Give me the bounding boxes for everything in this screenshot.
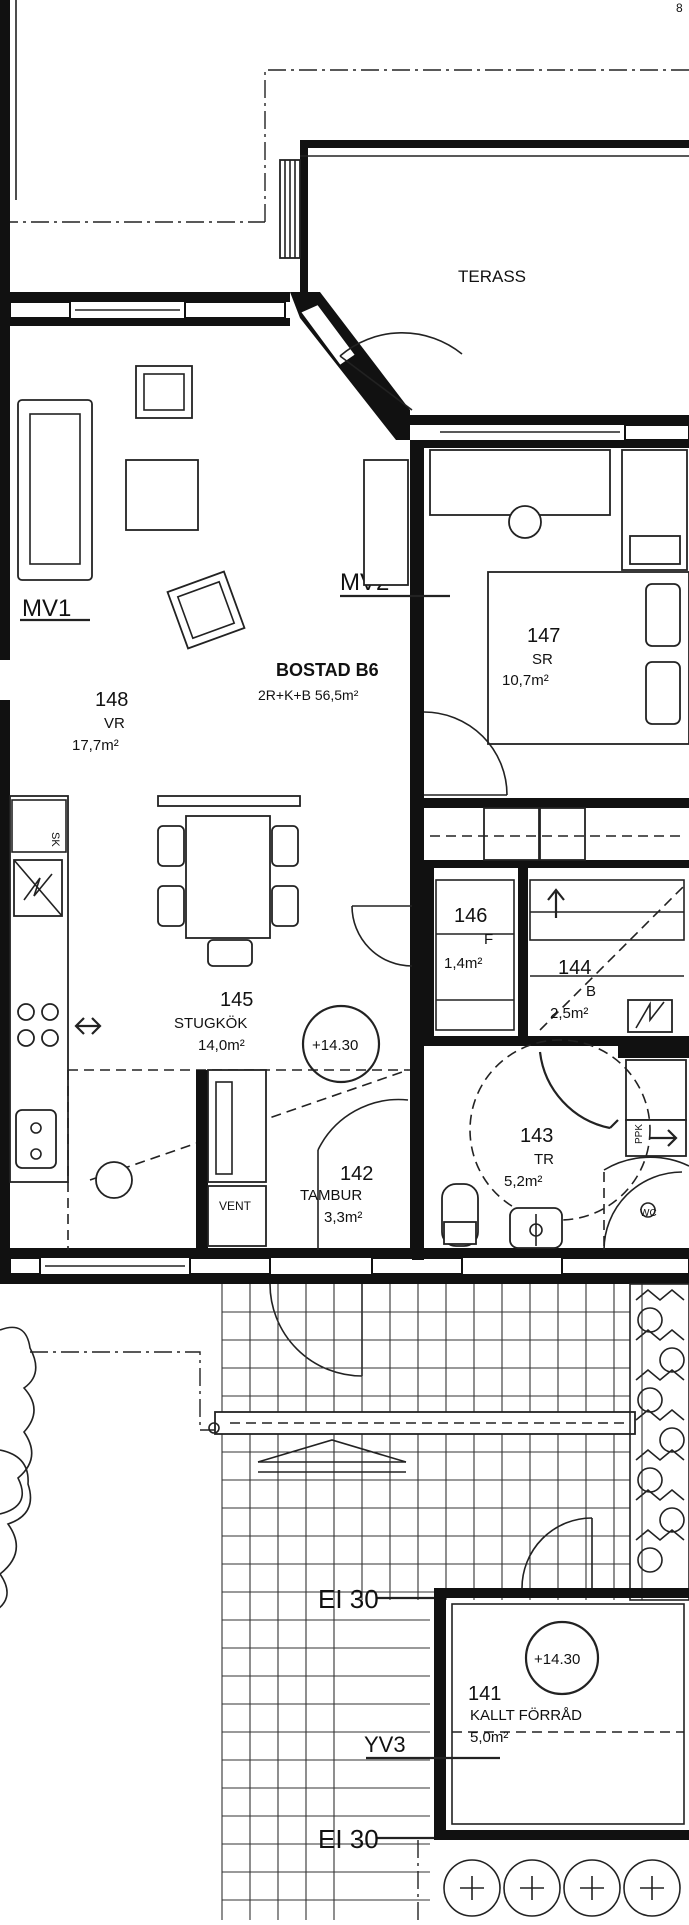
elevation-main: +14.30 <box>312 1037 358 1054</box>
marker-mv1: MV1 <box>22 595 71 622</box>
room-146: 146 F 1,4m² <box>424 866 689 1046</box>
room-143-area: 5,2m² <box>504 1173 542 1190</box>
elevation-storage: +14.30 <box>534 1651 580 1668</box>
stove-burner <box>17 1029 35 1047</box>
room-148-name: VR <box>104 715 125 732</box>
electric-panel <box>627 999 673 1033</box>
room-148-area: 17,7m² <box>72 737 119 754</box>
chair <box>508 505 542 539</box>
apartment-summary: 2R+K+B 56,5m² <box>258 687 359 703</box>
room-147: 147 SR 10,7m² <box>423 449 689 868</box>
vent-label: VENT <box>219 1199 252 1213</box>
room-145-name: STUGKÖK <box>174 1014 247 1032</box>
pillow <box>645 583 681 647</box>
marker-yv3: YV3 <box>364 1732 406 1757</box>
turning-circle <box>469 1039 651 1221</box>
room-142-number: 142 <box>340 1163 373 1185</box>
marker-ei30-top: EI 30 <box>318 1584 379 1614</box>
vent-cabinet <box>207 1185 267 1247</box>
terrace-label: TERASS <box>458 267 526 286</box>
apartment-title: BOSTAD B6 <box>276 660 379 680</box>
room-146-name: F <box>484 931 493 948</box>
sofa <box>17 399 93 581</box>
dining-table <box>185 815 271 939</box>
wardrobe <box>207 1069 267 1183</box>
exterior-walls <box>0 0 689 1284</box>
room-146-area: 1,4m² <box>444 955 482 972</box>
room-144-name: B <box>586 983 596 1000</box>
room-144: 144 B 2,5m² <box>529 879 685 1033</box>
wardrobe <box>429 449 611 516</box>
marker-ei30-bottom: EI 30 <box>318 1824 379 1854</box>
room-148-number: 148 <box>95 689 128 711</box>
hedge <box>629 1283 689 1601</box>
washing-machine <box>625 1059 687 1121</box>
pillow <box>645 661 681 725</box>
room-143-name: TR <box>534 1151 554 1168</box>
room-147-number: 147 <box>527 625 560 647</box>
room-144-number: 144 <box>558 957 591 979</box>
room-141-area: 5,0m² <box>470 1729 508 1746</box>
kitchen-tag: SK <box>49 832 61 847</box>
floor-drain <box>640 1202 656 1218</box>
chair <box>157 825 185 867</box>
terrace: TERASS <box>279 140 689 318</box>
armchair <box>166 570 246 650</box>
wc-tag: WC <box>640 1208 657 1219</box>
chair <box>207 939 253 967</box>
stove-burner <box>41 1003 59 1021</box>
room-148: 148 VR 17,7m² BOSTAD B6 2R+K+B 56,5m² <box>17 332 463 754</box>
paved-area <box>208 1284 643 1920</box>
trees-left <box>0 1326 37 1609</box>
elevation-marker-storage <box>524 1620 600 1696</box>
room-144-area: 2,5m² <box>550 1005 588 1022</box>
room-146-number: 146 <box>454 905 487 927</box>
room-142-area: 3,3m² <box>324 1209 362 1226</box>
room-145: SK 145 STUGKÖK 14,0m² +14.30 <box>9 795 413 1250</box>
tr-tag: PPK <box>634 1124 645 1144</box>
room-143-number: 143 <box>520 1125 553 1147</box>
room-145-number: 145 <box>220 989 253 1011</box>
media-unit <box>363 459 409 586</box>
stove-burner <box>17 1003 35 1021</box>
room-147-name: SR <box>532 651 553 668</box>
kitchen-sink <box>15 1109 57 1169</box>
markers: MV1 MV2 8 <box>20 1 683 622</box>
sideboard <box>157 795 301 807</box>
chair <box>157 885 185 927</box>
stove-burner <box>41 1029 59 1047</box>
coffee-table <box>125 459 199 531</box>
chair <box>271 825 299 867</box>
room-142: VENT 142 TAMBUR 3,3m² <box>196 1069 409 1377</box>
room-141: +14.30 141 KALLT FÖRRÅD 5,0m² EI 30 EI 3… <box>318 1517 689 1854</box>
room-145-area: 14,0m² <box>198 1037 245 1054</box>
chair <box>271 885 299 927</box>
room-141-name: KALLT FÖRRÅD <box>470 1706 582 1724</box>
room-142-name: TAMBUR <box>300 1187 362 1204</box>
trees-bottom <box>417 1840 681 1920</box>
corner-mark: 8 <box>676 1 683 15</box>
room-147-area: 10,7m² <box>502 672 549 689</box>
room-141-number: 141 <box>468 1683 501 1705</box>
elevation-marker <box>301 1004 381 1084</box>
room-143: PPK 143 TR 5,2m² WC <box>441 1039 689 1251</box>
